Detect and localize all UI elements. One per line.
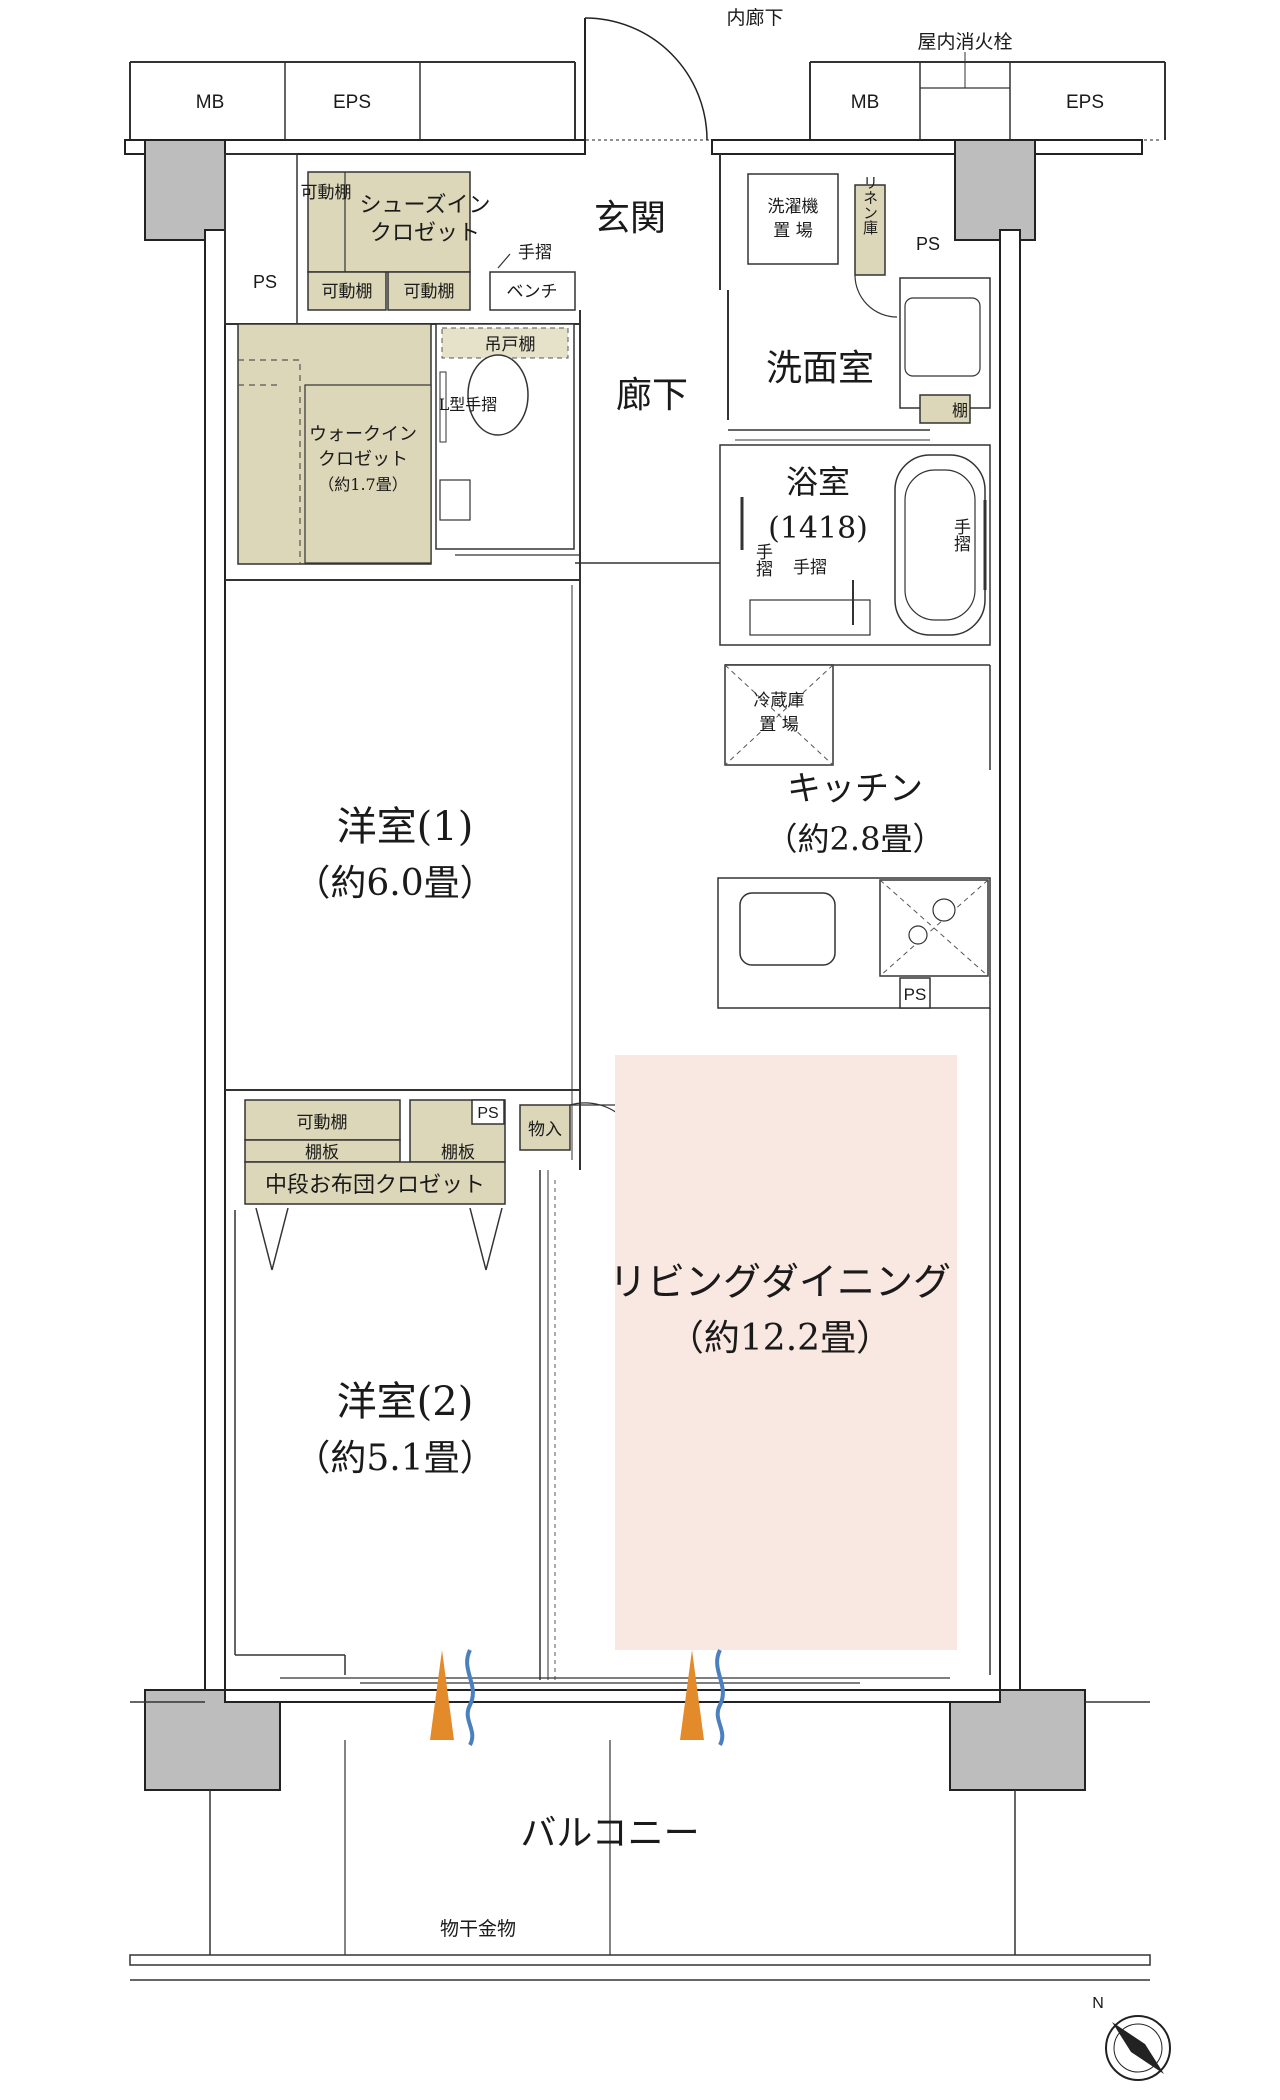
hallway: 廊下 [575, 154, 729, 1170]
shoes-closet: 可動棚 シューズイン クロゼット 可動棚 可動棚 [301, 171, 491, 311]
futon-closet: 可動棚 棚板 棚板 中段お布団クロゼット PS [244, 1099, 506, 1271]
washer-label-2: 置 場 [773, 221, 812, 241]
kitchen-size: （約2.8畳） [766, 820, 945, 858]
ventilation-arrows [430, 1649, 725, 1746]
eps-label-left: EPS [333, 92, 371, 113]
entry-area: ベンチ 手摺 玄関 PS [224, 153, 666, 325]
fridge-label-2: 置 場 [759, 715, 798, 735]
drying-hardware-label: 物干金物 [440, 1918, 516, 1940]
entrance-label: 玄関 [594, 198, 666, 239]
wic-label-1: ウォークイン [309, 424, 417, 445]
room1-title: 洋室(1) [337, 804, 474, 850]
mb-label-left: MB [196, 92, 225, 113]
movable-shelf-vertical: 可動棚 [301, 183, 352, 203]
storage-label: 物入 [528, 1120, 562, 1140]
movable-shelf-3: 可動棚 [297, 1113, 348, 1133]
washroom: 洗濯機 置 場 リネン庫 PS 棚 洗面室 [728, 173, 991, 441]
room1-size: （約6.0畳） [294, 863, 495, 904]
bath-handrail-left: 手摺 [752, 543, 773, 578]
bench-label: ベンチ [507, 282, 558, 302]
washroom-label: 洗面室 [766, 348, 874, 389]
bottom-wall [224, 1677, 1001, 1703]
l-handrail-label: L型手摺 [439, 395, 498, 414]
movable-shelf-1: 可動棚 [322, 282, 373, 302]
room2-title: 洋室(2) [337, 1379, 474, 1425]
shelf-board-2: 棚板 [441, 1143, 475, 1163]
movable-shelf-2: 可動棚 [404, 282, 455, 302]
room2-size: （約5.1畳） [294, 1438, 495, 1479]
living-dining: リビングダイニング （約12.2畳） [609, 1008, 991, 1675]
balcony-label: バルコニー [520, 1813, 699, 1854]
ps-kitchen: PS [904, 985, 927, 1004]
entrance-door[interactable] [584, 17, 708, 141]
shelf-wash-label: 棚 [952, 401, 968, 420]
kitchen-title: キッチン [787, 769, 923, 809]
mb-label-right: MB [851, 92, 880, 113]
ps-wash: PS [916, 234, 940, 254]
kitchen: 冷蔵庫 置 場 キッチン （約2.8畳） PS [717, 664, 991, 1009]
toilet-room: 吊戸棚 L型手摺 [435, 323, 580, 556]
bath-handrail-right: 手摺 [950, 518, 971, 553]
fridge-label-1: 冷蔵庫 [754, 691, 805, 711]
room-2: 洋室(2) （約5.1畳） [234, 1170, 556, 1680]
ldk-title: リビングダイニング [609, 1260, 951, 1304]
bathroom: 浴室 (1418) 手摺 手摺 手摺 [719, 444, 991, 646]
storage-closet: 物入 [519, 1102, 630, 1151]
washer-label-1: 洗濯機 [768, 197, 819, 217]
hanging-shelf-label: 吊戸棚 [485, 335, 536, 355]
eps-label-right: EPS [1066, 92, 1104, 113]
linen-label: リネン庫 [861, 175, 879, 235]
corridor-label: 内廊下 [726, 7, 783, 29]
ps-entry: PS [253, 272, 277, 292]
walk-in-closet: ウォークイン クロゼット （約1.7畳） [237, 323, 432, 565]
bath-title: 浴室 [786, 463, 850, 501]
bath-handrail-mid: 手摺 [793, 558, 827, 578]
wic-label-2: クロゼット [318, 449, 408, 470]
ldk-size: （約12.2畳） [668, 1318, 892, 1359]
fire-hydrant-label: 屋内消火栓 [917, 31, 1012, 53]
shoes-closet-label-2: クロゼット [370, 221, 480, 246]
compass-n-label: N [1092, 1995, 1104, 2012]
handrail-entry-label: 手摺 [518, 243, 552, 263]
ldk-highlight [615, 1055, 957, 1650]
room-1: 洋室(1) （約6.0畳） [225, 579, 581, 1170]
top-shafts: MB EPS MB EPS 内廊下 屋内消火栓 [129, 7, 1166, 140]
bath-size: (1418) [768, 511, 868, 546]
balcony: バルコニー 物干金物 [129, 1701, 1151, 1981]
ps-room2: PS [477, 1105, 498, 1122]
futon-closet-label: 中段お布団クロゼット [265, 1173, 485, 1198]
shelf-board-1: 棚板 [305, 1143, 339, 1163]
wic-label-3: （約1.7畳） [318, 475, 407, 494]
compass-icon: N [1092, 1995, 1171, 2081]
hallway-label: 廊下 [616, 375, 688, 416]
shoes-closet-label-1: シューズイン [360, 193, 491, 218]
